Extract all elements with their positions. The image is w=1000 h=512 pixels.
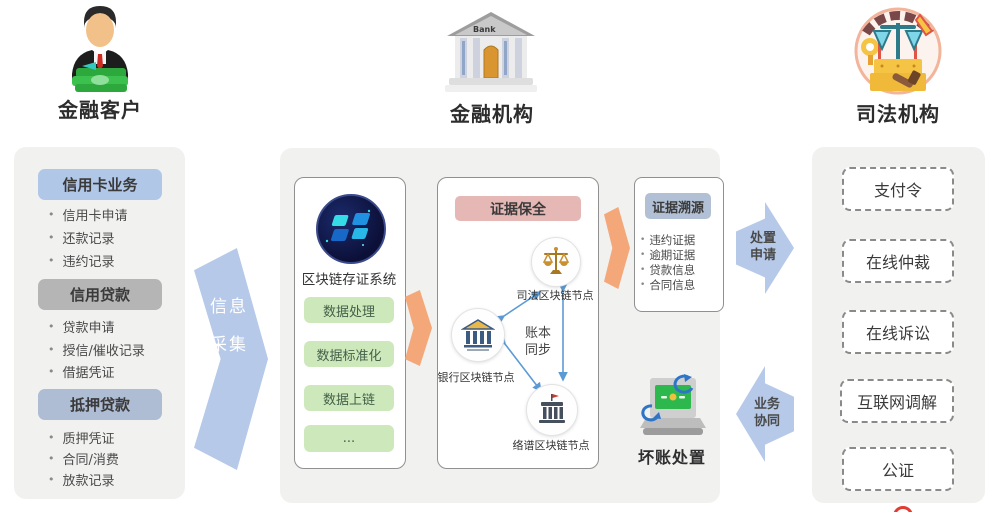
group-header-credit-card: 信用卡业务 — [38, 169, 162, 200]
bad-debt-label: 坏账处置 — [637, 448, 706, 467]
watermark-logo — [893, 506, 913, 512]
bullet-icon: • — [640, 280, 646, 290]
list-item: •贷款申请 — [48, 319, 115, 336]
service-payment-order: 支付令 — [842, 167, 954, 211]
step-data-onchain: 数据上链 — [304, 385, 394, 411]
bullet-icon: • — [48, 342, 55, 356]
luopu-node-label: 络谱区块链节点 — [512, 439, 590, 452]
list-item: •合同/消费 — [48, 451, 119, 468]
judicial-badge-icon — [850, 3, 946, 96]
judicial-node — [531, 237, 581, 287]
blockchain-system-card — [294, 177, 406, 469]
bullet-icon: • — [640, 250, 646, 260]
evidence-preservation-header: 证据保全 — [455, 196, 581, 221]
actor-customer-label: 金融客户 — [58, 98, 142, 122]
list-item: •质押凭证 — [48, 430, 115, 447]
bank-node — [451, 308, 505, 362]
evidence-trace-header: 证据溯源 — [645, 193, 711, 219]
list-item: •逾期证据 — [640, 248, 696, 262]
list-item: •还款记录 — [48, 230, 115, 247]
actor-judicial-label: 司法机构 — [856, 102, 940, 126]
bullet-icon: • — [48, 364, 55, 378]
list-item: •借据凭证 — [48, 364, 115, 381]
business-collab-label: 业务 协同 — [753, 397, 780, 429]
luopu-node — [526, 384, 578, 436]
disposal-request-label: 处置 申请 — [749, 231, 776, 263]
list-item: •违约证据 — [640, 233, 696, 247]
actor-bank-label: 金融机构 — [450, 102, 534, 126]
step-data-standardization: 数据标准化 — [304, 341, 394, 367]
laptop-money-sync-icon — [636, 374, 706, 438]
bullet-icon: • — [48, 472, 55, 486]
list-item: •授信/催收记录 — [48, 342, 145, 359]
customer-business-panel — [14, 147, 185, 499]
service-online-litigation: 在线诉讼 — [842, 310, 954, 354]
service-internet-mediation: 互联网调解 — [840, 379, 954, 423]
node-connectors — [494, 283, 568, 393]
bullet-icon: • — [640, 265, 646, 275]
group-header-mortgage: 抵押贷款 — [38, 389, 162, 420]
list-item: •信用卡申请 — [48, 207, 128, 224]
list-item: •贷款信息 — [640, 263, 696, 277]
bullet-icon: • — [48, 319, 55, 333]
bullet-icon: • — [48, 207, 55, 221]
step-more: ... — [304, 425, 394, 452]
bullet-icon: • — [640, 235, 646, 245]
group-header-credit-loan: 信用贷款 — [38, 279, 162, 310]
info-collect-arrow — [194, 248, 268, 470]
list-item: •放款记录 — [48, 472, 115, 489]
service-notarization: 公证 — [842, 447, 954, 491]
list-item: •合同信息 — [640, 278, 696, 292]
bullet-icon: • — [48, 230, 55, 244]
list-item: •违约记录 — [48, 253, 115, 270]
bank-building-icon: Bank — [443, 10, 539, 95]
bank-node-label: 银行区块链节点 — [437, 371, 515, 384]
bullet-icon: • — [48, 253, 55, 267]
judicial-node-label: 司法区块链节点 — [516, 289, 594, 302]
ledger-sync-label: 账本 同步 — [524, 326, 551, 358]
bullet-icon: • — [48, 451, 55, 465]
info-collect-arrow-label: 信息 — [210, 297, 248, 317]
bullet-icon: • — [48, 430, 55, 444]
businessman-money-icon — [62, 4, 138, 94]
blockchain-cubes-icon — [316, 194, 386, 264]
bank-icon-text: Bank — [473, 25, 496, 34]
blockchain-system-title: 区块链存证系统 — [301, 272, 397, 288]
info-collect-arrow-label: 采集 — [210, 335, 248, 355]
scales-icon — [542, 247, 570, 274]
service-online-arbitration: 在线仲裁 — [842, 239, 954, 283]
step-data-processing: 数据处理 — [304, 297, 394, 323]
bank-columns-icon — [461, 319, 495, 351]
gov-building-flag-icon — [539, 394, 565, 423]
